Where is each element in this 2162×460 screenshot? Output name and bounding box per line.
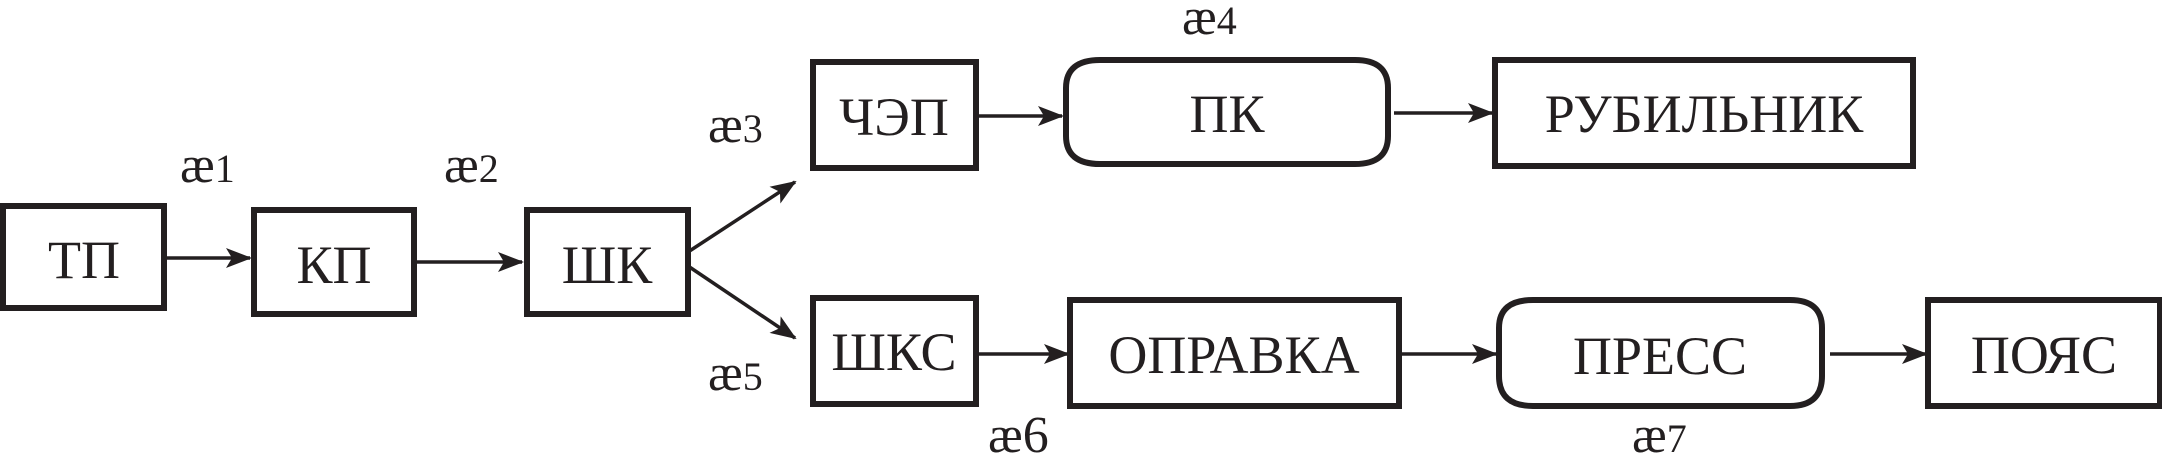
- node-poyas-label: ПОЯС: [1971, 325, 2117, 385]
- node-kp: КП: [251, 207, 417, 317]
- edge-label-7: æ7: [1632, 407, 1687, 460]
- node-kp-label: КП: [296, 235, 371, 295]
- node-chep: ЧЭП: [810, 59, 979, 171]
- node-press-label: ПРЕСС: [1573, 326, 1747, 386]
- edge-label-6: æ6: [988, 407, 1049, 460]
- node-shks-label: ШКС: [831, 322, 956, 382]
- edge-shk-shks: [687, 264, 797, 340]
- edge-label-4: æ4: [1182, 0, 1237, 46]
- node-tp-label: ТП: [48, 230, 120, 290]
- node-chep-label: ЧЭП: [839, 87, 949, 147]
- node-rubilnik: РУБИЛЬНИК: [1492, 57, 1916, 169]
- edge-label-3: æ3: [708, 97, 763, 154]
- node-rubilnik-label: РУБИЛЬНИК: [1545, 84, 1865, 144]
- node-press: ПРЕСС: [1496, 297, 1825, 409]
- edge-label-1: æ1: [180, 137, 235, 194]
- node-shk: ШК: [524, 207, 691, 317]
- node-opravka: ОПРАВКА: [1067, 297, 1402, 409]
- node-poyas: ПОЯС: [1925, 297, 2162, 409]
- edge-label-2: æ2: [444, 137, 499, 194]
- node-shk-label: ШК: [562, 235, 653, 295]
- node-tp: ТП: [0, 203, 167, 311]
- node-pk-label: ПК: [1189, 84, 1265, 144]
- edge-shk-chep: [687, 180, 797, 254]
- node-opravka-label: ОПРАВКА: [1108, 325, 1359, 385]
- edge-label-5: æ5: [708, 345, 763, 402]
- node-shks: ШКС: [810, 295, 979, 407]
- node-pk: ПК: [1063, 57, 1391, 167]
